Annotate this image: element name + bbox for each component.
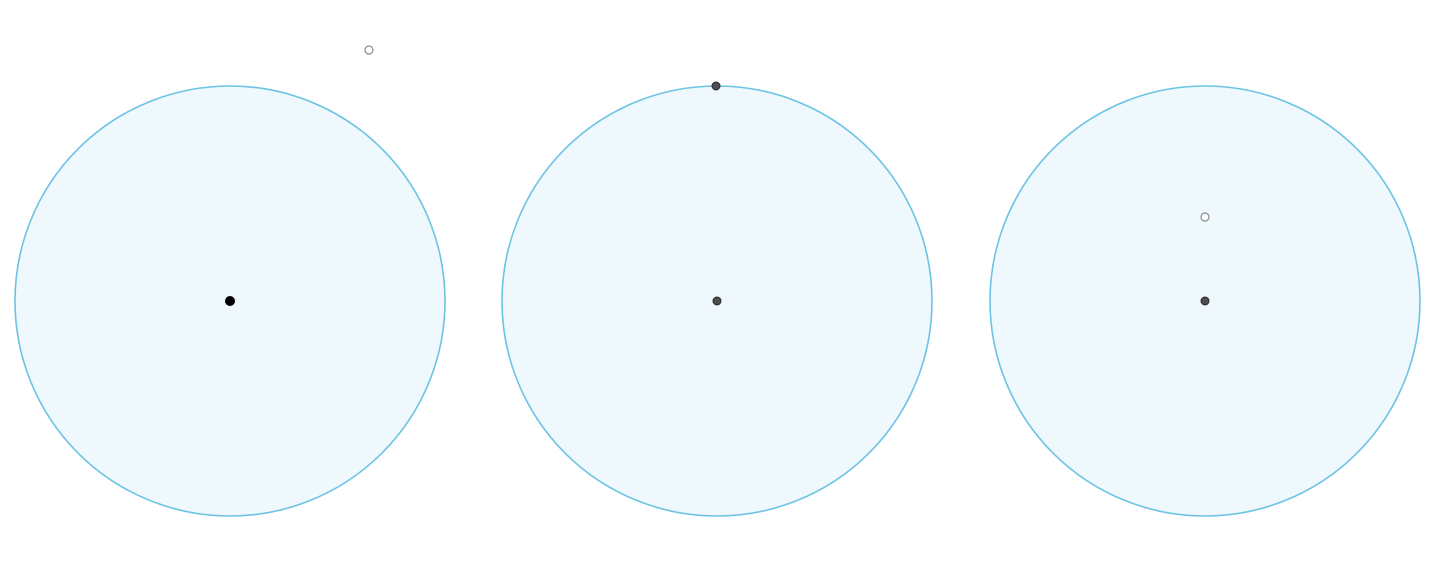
- center-point[interactable]: [712, 296, 722, 306]
- center-point[interactable]: [225, 296, 235, 306]
- panel-2: [501, 81, 933, 517]
- handle-point[interactable]: [364, 45, 374, 55]
- inner-point[interactable]: [1200, 212, 1210, 222]
- panel-3: [989, 85, 1421, 517]
- edge-point[interactable]: [711, 81, 721, 91]
- center-point[interactable]: [1200, 296, 1210, 306]
- panel-1: [14, 45, 446, 517]
